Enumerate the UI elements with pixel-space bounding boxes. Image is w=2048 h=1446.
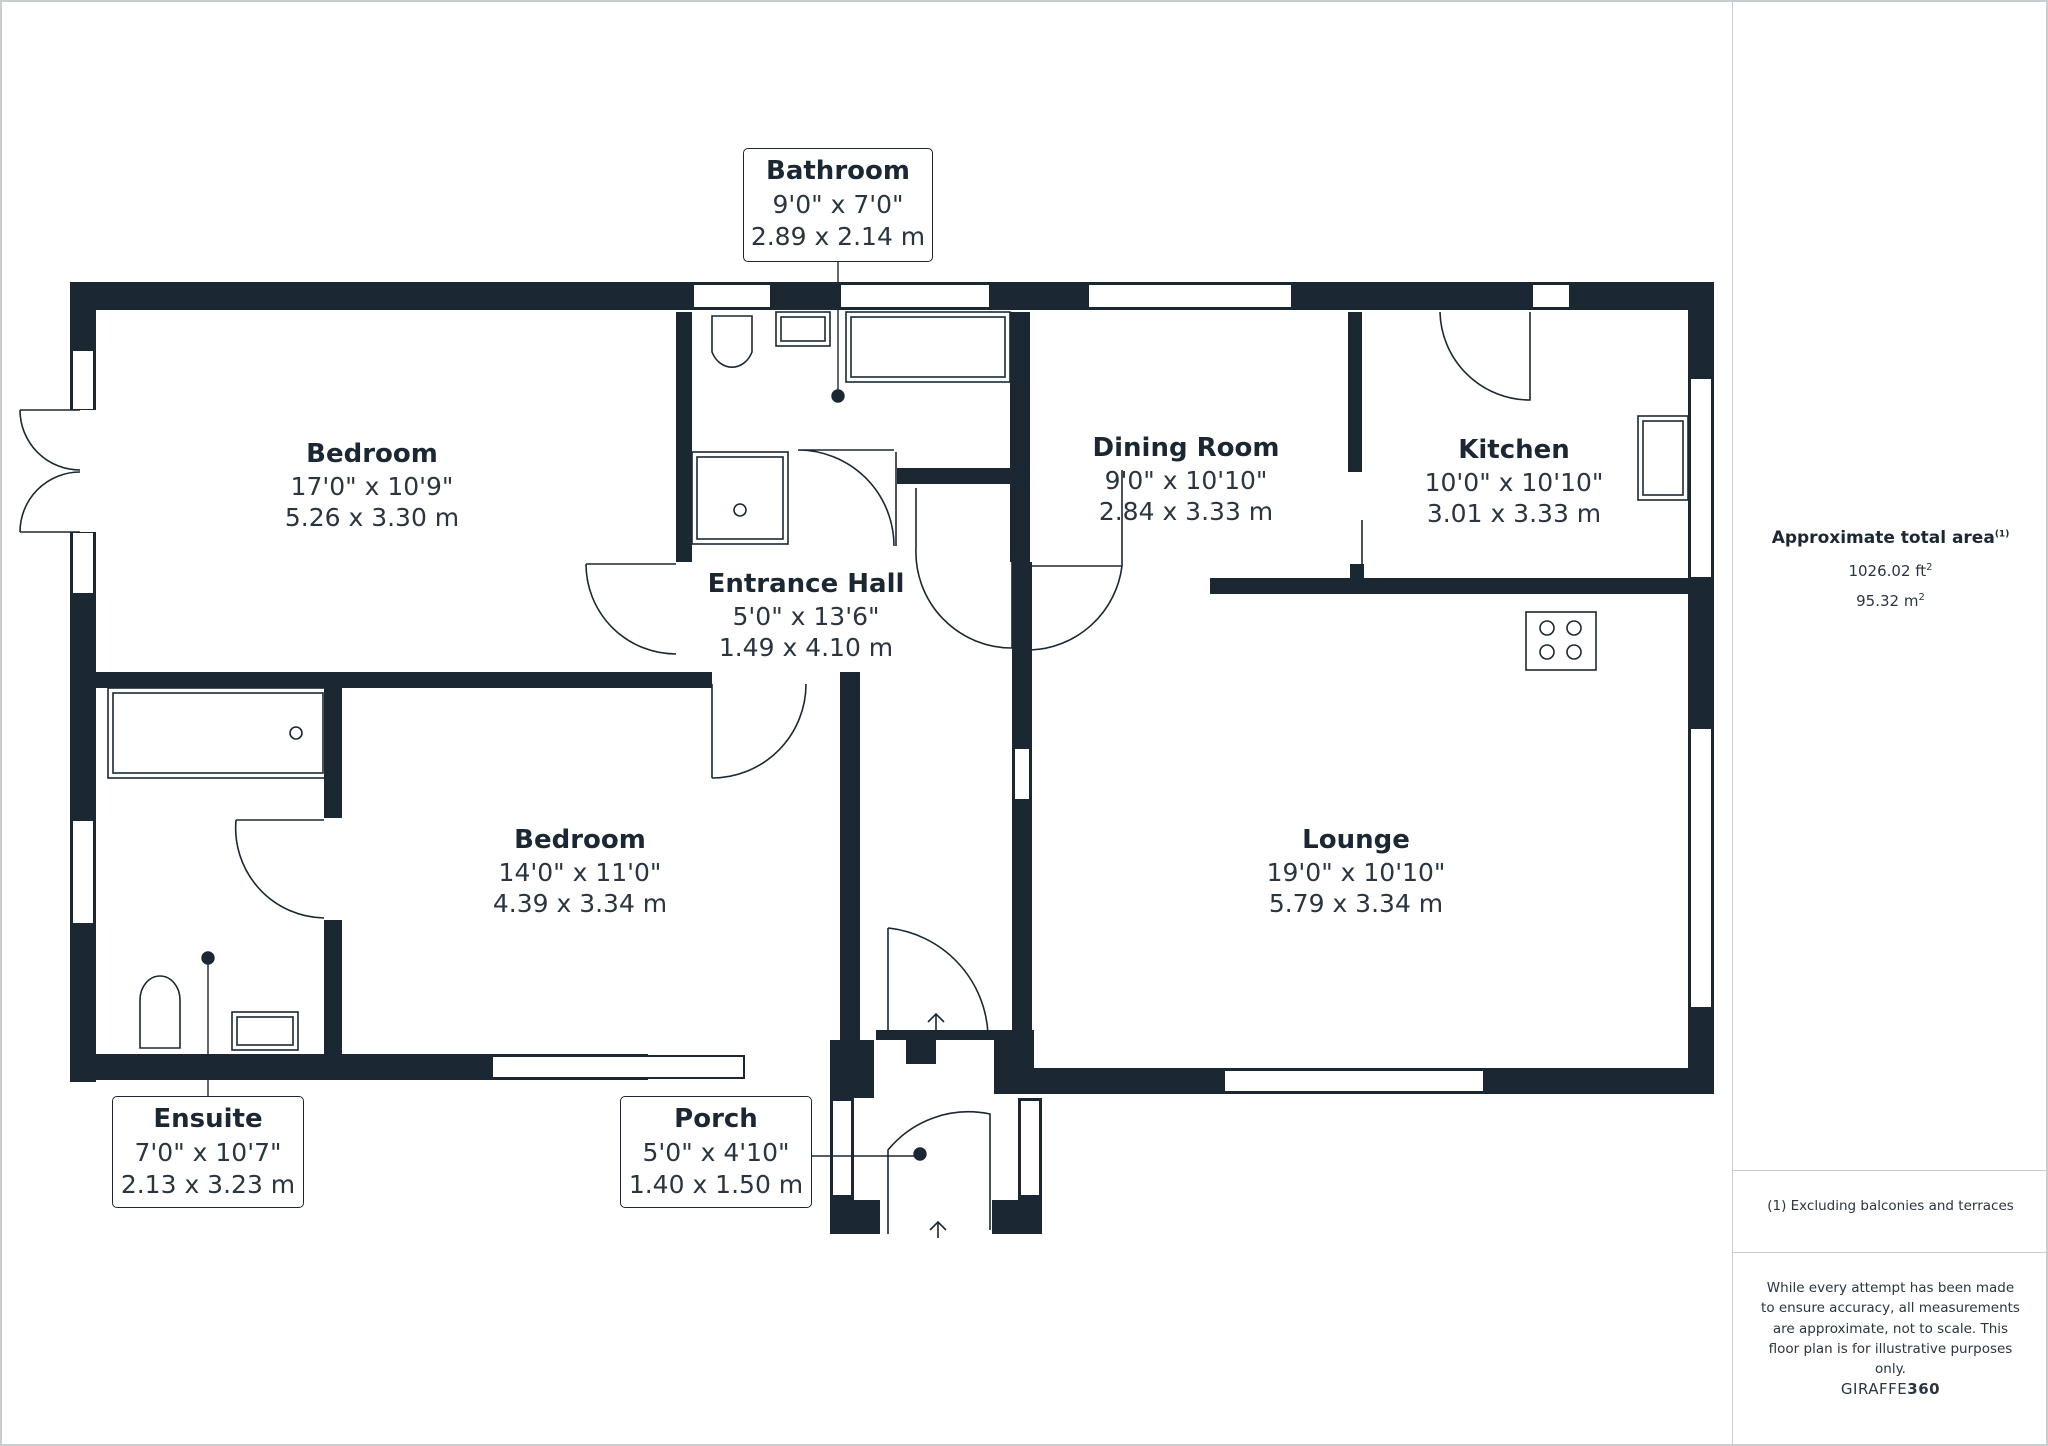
room-name: Kitchen bbox=[1458, 435, 1570, 465]
area-title: Approximate total area(1) bbox=[1733, 528, 2048, 548]
room-label-lounge: Lounge 19'0" x 10'10" 5.79 x 3.34 m bbox=[1267, 824, 1446, 919]
room-imperial: 5'0" x 4'10" bbox=[642, 1137, 790, 1167]
area-title-text: Approximate total area bbox=[1771, 528, 1995, 548]
area-m-unit: 2 bbox=[1918, 592, 1925, 603]
room-name: Entrance Hall bbox=[707, 569, 905, 599]
room-name: Lounge bbox=[1302, 825, 1410, 855]
divider bbox=[1733, 1252, 2048, 1253]
area-imperial: 1026.02 ft2 bbox=[1733, 562, 2048, 580]
divider bbox=[1733, 1170, 2048, 1171]
room-name: Ensuite bbox=[153, 1104, 263, 1134]
room-metric: 2.13 x 3.23 m bbox=[120, 1170, 296, 1200]
room-imperial: 5'0" x 13'6" bbox=[732, 601, 880, 631]
door-swings bbox=[19, 311, 1531, 1234]
room-metric: 1.40 x 1.50 m bbox=[628, 1170, 804, 1200]
callout-bathroom: Bathroom 9'0" x 7'0" 2.89 x 2.14 m bbox=[743, 148, 933, 262]
room-name: Porch bbox=[674, 1104, 758, 1134]
info-panel: Approximate total area(1) 1026.02 ft2 95… bbox=[1732, 0, 2048, 1446]
room-metric: 1.49 x 4.10 m bbox=[718, 632, 894, 662]
room-metric: 4.39 x 3.34 m bbox=[492, 888, 668, 918]
room-label-entrance-hall: Entrance Hall 5'0" x 13'6" 1.49 x 4.10 m bbox=[708, 568, 905, 663]
room-name: Bedroom bbox=[514, 825, 646, 855]
french-doors-opening bbox=[70, 410, 96, 532]
brand-prefix: GIRAFFE bbox=[1840, 1380, 1908, 1398]
room-name: Bathroom bbox=[766, 156, 910, 186]
area-m-value: 95.32 m bbox=[1856, 592, 1919, 610]
room-metric: 5.26 x 3.30 m bbox=[284, 502, 460, 532]
callout-ensuite: Ensuite 7'0" x 10'7" 2.13 x 3.23 m bbox=[112, 1096, 304, 1208]
room-metric: 2.89 x 2.14 m bbox=[750, 222, 926, 252]
room-label-bedroom-main: Bedroom 17'0" x 10'9" 5.26 x 3.30 m bbox=[285, 438, 459, 533]
room-imperial: 17'0" x 10'9" bbox=[290, 471, 454, 501]
room-imperial: 19'0" x 10'10" bbox=[1266, 857, 1446, 887]
area-title-superscript: (1) bbox=[1994, 529, 2010, 540]
room-imperial: 7'0" x 10'7" bbox=[134, 1137, 282, 1167]
windows bbox=[71, 283, 1713, 1197]
room-name: Bedroom bbox=[306, 439, 438, 469]
brand-suffix: 360 bbox=[1907, 1380, 1941, 1398]
label-leaders bbox=[201, 260, 927, 1161]
callout-porch: Porch 5'0" x 4'10" 1.40 x 1.50 m bbox=[620, 1096, 812, 1208]
room-imperial: 14'0" x 11'0" bbox=[498, 857, 662, 887]
area-ft-value: 1026.02 ft bbox=[1848, 562, 1927, 580]
room-metric: 2.84 x 3.33 m bbox=[1098, 496, 1274, 526]
room-metric: 5.79 x 3.34 m bbox=[1268, 888, 1444, 918]
area-metric: 95.32 m2 bbox=[1733, 592, 2048, 610]
room-metric: 3.01 x 3.33 m bbox=[1426, 498, 1602, 528]
room-label-dining-room: Dining Room 9'0" x 10'10" 2.84 x 3.33 m bbox=[1093, 432, 1280, 527]
room-name: Dining Room bbox=[1092, 433, 1280, 463]
room-label-kitchen: Kitchen 10'0" x 10'10" 3.01 x 3.33 m bbox=[1425, 434, 1604, 529]
fixtures bbox=[107, 311, 1689, 1051]
brand-logo: GIRAFFE360 bbox=[1733, 1380, 2048, 1398]
room-imperial: 9'0" x 7'0" bbox=[772, 189, 904, 219]
footnote: (1) Excluding balconies and terraces bbox=[1767, 1198, 2014, 1214]
area-ft-unit: 2 bbox=[1926, 562, 1933, 573]
room-imperial: 9'0" x 10'10" bbox=[1104, 465, 1268, 495]
room-imperial: 10'0" x 10'10" bbox=[1424, 467, 1604, 497]
entry-arrows bbox=[927, 1012, 947, 1238]
disclaimer: While every attempt has been made to ens… bbox=[1761, 1280, 2020, 1377]
room-label-bedroom-second: Bedroom 14'0" x 11'0" 4.39 x 3.34 m bbox=[493, 824, 667, 919]
